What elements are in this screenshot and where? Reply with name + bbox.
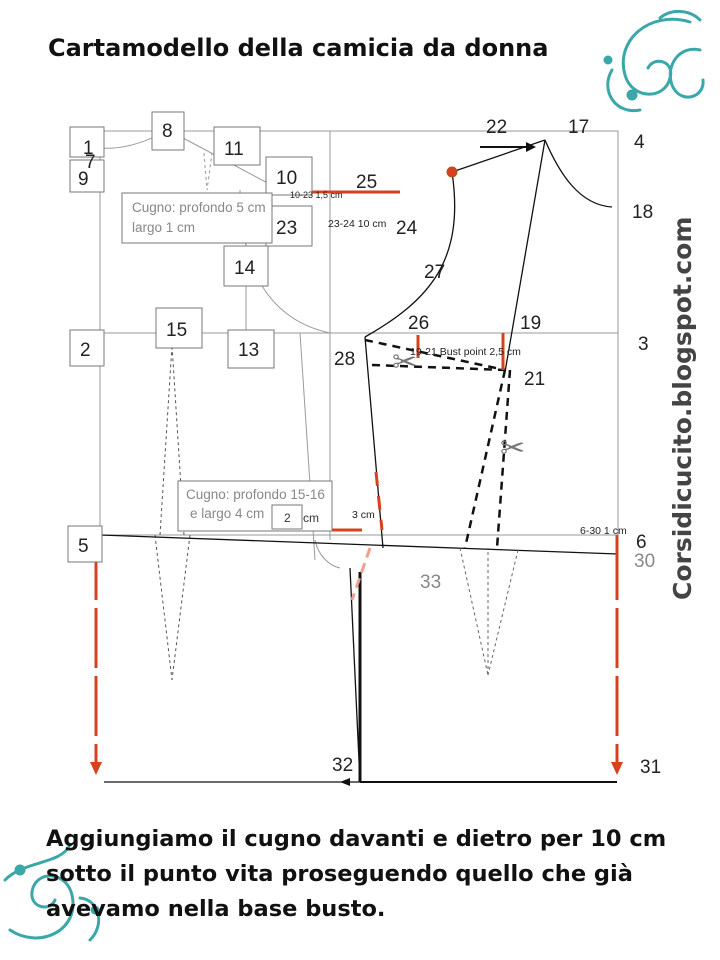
point-label: 9: [78, 169, 89, 190]
point-label: 31: [640, 757, 661, 778]
front-waist-dart: [459, 547, 519, 676]
red-dot: [446, 166, 458, 178]
pink-mark: [350, 547, 372, 601]
note-back-dart-2: largo 1 cm: [132, 220, 195, 235]
scissors-icon: ✂: [392, 346, 417, 379]
point-label: 22: [486, 117, 507, 138]
point-boxes: [67, 111, 333, 563]
measure-3cm: 3 cm: [352, 509, 375, 521]
point-label: 11: [224, 139, 244, 160]
swirl-ornament-top-right: [603, 10, 705, 113]
point-label: 19: [520, 313, 541, 334]
point-label: 15: [166, 320, 187, 341]
point-label: 2: [80, 340, 91, 361]
point-label: 24: [396, 218, 418, 239]
arrow-22-head: [526, 142, 536, 152]
page-title: Cartamodello della camicia da donna: [48, 34, 549, 62]
point-label: 1: [83, 138, 94, 159]
note-back-dart-1: Cugno: profondo 5 cm: [132, 200, 266, 215]
measure-23-24: 23-24 10 cm: [328, 218, 387, 230]
bust-darts: [364, 338, 512, 549]
note-waist-dart-2: e largo 4 cm: [190, 506, 264, 521]
point-label: 10: [276, 168, 297, 189]
point-label: 25: [356, 172, 377, 193]
point-label: 14: [234, 258, 256, 279]
measurements: 10-23 1,5 cm 23-24 10 cm 19-21 Bust poin…: [290, 190, 627, 537]
point-label: 6: [636, 532, 647, 553]
hem-arrow: [340, 778, 350, 786]
point-label: 18: [632, 202, 653, 223]
caption-text: Aggiungiamo il cugno davanti e dietro pe…: [46, 826, 667, 922]
point-label: 5: [78, 536, 89, 557]
red-marks: [94, 190, 619, 770]
point-label: 13: [238, 340, 259, 361]
blog-url-watermark: Corsidicucito.blogspot.com: [668, 216, 697, 600]
point-label: 3: [638, 334, 649, 355]
point-label: 28: [334, 349, 355, 370]
measure-19-21: 19-21 Bust point 2,5 cm: [410, 346, 521, 358]
point-label: 27: [424, 262, 445, 283]
measure-10-23: 10-23 1,5 cm: [290, 190, 343, 200]
point-label: 17: [568, 117, 589, 138]
point-label: 21: [524, 369, 545, 390]
arrowhead-left-bottom: [90, 762, 102, 775]
arrowhead-right-bottom: [611, 762, 623, 775]
point-label: 33: [420, 572, 441, 593]
point-label: 8: [162, 121, 173, 142]
note-waist-dart-1: Cugno: profondo 15-16: [186, 487, 325, 502]
point-label: 4: [634, 132, 645, 153]
point-label: 26: [408, 313, 429, 334]
point-label: 7: [85, 152, 96, 173]
point-label: 2: [284, 511, 291, 525]
scissors-icon: ✂: [500, 432, 525, 465]
notes: Cugno: profondo 5 cm largo 1 cm Cugno: p…: [132, 200, 325, 525]
swirl-ornament-bottom-left: [3, 843, 101, 942]
note-cm-small: cm: [303, 511, 319, 525]
measure-6-30: 6-30 1 cm: [580, 525, 627, 537]
point-labels: 1 7 9 8 11 10 23 14 2 15 13 5 22 17 4 18…: [78, 117, 661, 778]
point-label: 32: [332, 755, 353, 776]
point-label: 30: [634, 551, 655, 572]
point-label: 23: [276, 218, 297, 239]
